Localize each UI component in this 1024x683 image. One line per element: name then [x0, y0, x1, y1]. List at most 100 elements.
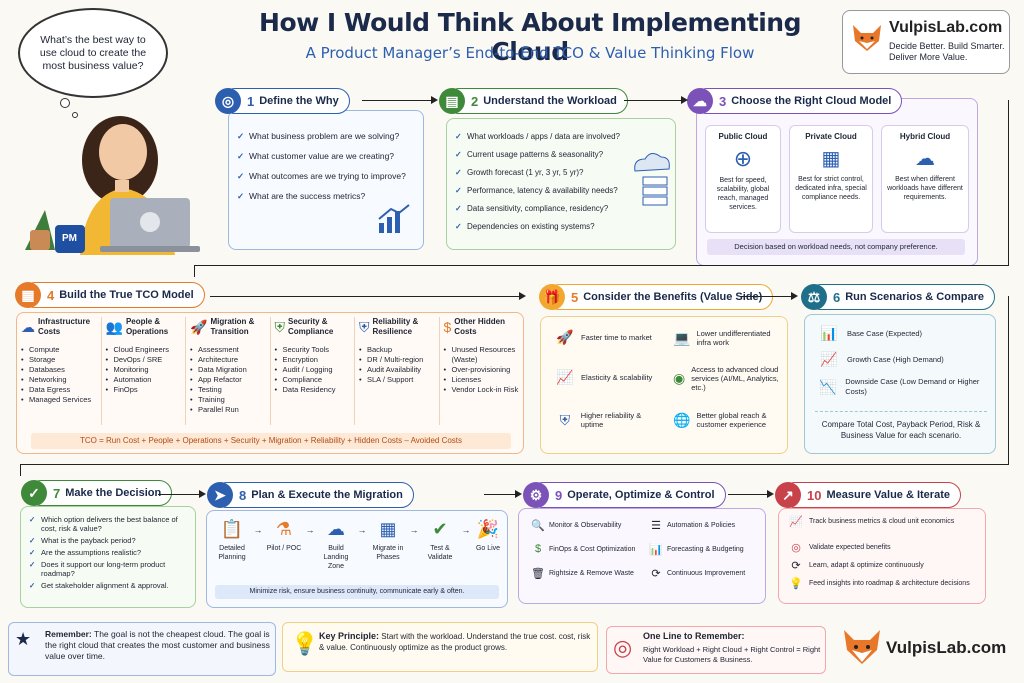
- tco-item: Architecture: [190, 355, 266, 365]
- step8-number: 8: [239, 487, 247, 503]
- operate-text: Monitor & Observability: [549, 522, 622, 529]
- step9-number: 9: [555, 487, 563, 503]
- tco-column-title: People & Operations: [125, 317, 169, 336]
- step1-item: What customer value are we creating?: [237, 151, 417, 162]
- server-lock-icon: ▦: [821, 148, 841, 170]
- brand-name: VulpisLab.com: [889, 19, 1003, 36]
- brand-tagline: Decide Better. Build Smarter. Deliver Mo…: [889, 41, 1005, 62]
- flow-arrow: [740, 292, 798, 300]
- step9-title: Operate, Optimize & Control: [567, 489, 715, 501]
- model-name: Hybrid Cloud: [899, 132, 951, 141]
- product-manager-illustration: [25, 116, 200, 255]
- phase-item: ☁Build Landing Zone: [315, 519, 357, 583]
- target-arrow-icon: ◎: [613, 635, 633, 660]
- globe-icon: 🌐: [673, 411, 691, 428]
- step2-number: 2: [471, 93, 479, 109]
- step8-card: 📋Detailed Planning → ⚗Pilot / POC → ☁Bui…: [206, 510, 508, 608]
- model-desc: Best for strict control, dedicated infra…: [795, 176, 867, 201]
- tco-item: Databases: [21, 365, 97, 375]
- model-public[interactable]: Public Cloud ⊕ Best for speed, scalabili…: [705, 125, 781, 233]
- tco-column: ⛨Reliability & Resilience BackupDR / Mul…: [354, 317, 435, 425]
- dollar-coin-icon: $: [534, 543, 542, 555]
- flow-arrow: [362, 96, 438, 104]
- model-desc: Best for speed, scalability, global reac…: [716, 177, 770, 211]
- tco-column-title: Migration & Transition: [210, 317, 255, 336]
- measure-item: 💡Feed insights into roadmap & architectu…: [789, 577, 979, 590]
- benefit-text: Faster time to market: [581, 333, 652, 342]
- bar-chart-icon: 📊: [649, 544, 663, 556]
- footer-brand-name[interactable]: VulpisLab.com: [886, 638, 1007, 657]
- pm-mug-label: PM: [62, 233, 77, 244]
- tco-item: Data Egress: [21, 385, 97, 395]
- rocket-icon: 🚀: [556, 329, 574, 345]
- lightbulb-icon: 💡: [291, 631, 319, 656]
- tco-item: Compliance: [275, 375, 351, 385]
- tco-item: Monitoring: [106, 365, 182, 375]
- flow-connector: [194, 265, 195, 277]
- tco-item: Data Migration: [190, 365, 266, 375]
- fox-logo-icon: [844, 630, 880, 664]
- trash-icon: 🗑: [531, 568, 545, 580]
- operate-item: $ FinOps & Cost Optimization: [531, 543, 635, 555]
- benefit-text: Lower undifferentiated infra work: [696, 329, 771, 347]
- fox-logo-icon: [853, 25, 881, 51]
- tco-item: Managed Services: [21, 395, 97, 405]
- tco-item: Networking: [21, 375, 97, 385]
- model-private[interactable]: Private Cloud ▦ Best for strict control,…: [789, 125, 873, 233]
- operate-text: FinOps & Cost Optimization: [549, 545, 636, 553]
- step4-number: 4: [47, 287, 55, 303]
- bar-chart-icon: 📈: [556, 369, 574, 385]
- dollar-search-icon: $: [443, 319, 452, 335]
- tco-item: Compute: [21, 345, 97, 355]
- benefit-item: 🌐Better global reach & customer experien…: [673, 411, 785, 429]
- server-icon: ☁: [21, 318, 35, 335]
- tco-item: Cloud Engineers: [106, 345, 182, 355]
- step10-title: Measure Value & Iterate: [826, 489, 950, 501]
- growth-chart-icon: 📈: [789, 516, 803, 528]
- phase-label: Test & Validate: [427, 545, 453, 561]
- benefit-text: Elasticity & scalability: [581, 373, 653, 382]
- step10-number: 10: [807, 487, 822, 503]
- scenario-item: 📊Base Case (Expected): [819, 325, 922, 342]
- model-hybrid[interactable]: Hybrid Cloud ☁ Best when different workl…: [881, 125, 969, 233]
- step9-card: 🔍Monitor & Observability ☰Automation & P…: [518, 508, 766, 604]
- phase-item: 🎉Go Live: [471, 519, 505, 583]
- principle-label: Key Principle:: [319, 631, 380, 641]
- phase-item: ▦Migrate in Phases: [367, 519, 409, 583]
- brand-box[interactable]: VulpisLab.com Decide Better. Build Smart…: [842, 10, 1010, 74]
- shield-lock-icon: ⛨: [274, 318, 286, 335]
- tco-item: SLA / Support: [359, 375, 435, 385]
- step2-item: Data sensitivity, compliance, residency?: [455, 203, 635, 214]
- magnifier-icon: 🔍: [531, 520, 545, 532]
- measure-item: 📈Track business metrics & cloud unit eco…: [789, 515, 979, 528]
- flow-arrow: [728, 490, 774, 498]
- server-arrows-icon: ▦: [379, 519, 397, 539]
- decision-item: Does it support our long-term product ro…: [29, 560, 191, 578]
- globe-icon: ⊕: [733, 146, 753, 171]
- step5-card: 🚀Faster time to market 💻Lower undifferen…: [540, 316, 788, 454]
- step7-card: Which option delivers the best balance o…: [20, 506, 196, 608]
- flow-arrow: [158, 490, 206, 498]
- tco-item: Parallel Run: [190, 405, 266, 415]
- arrow-icon: →: [461, 525, 471, 535]
- tco-item: Backup: [359, 345, 435, 355]
- remember-text: The goal is not the cheapest cloud. The …: [45, 629, 270, 661]
- migration-phases: 📋Detailed Planning → ⚗Pilot / POC → ☁Bui…: [211, 519, 505, 583]
- flow-connector: [20, 464, 21, 476]
- flow-connector: [1008, 100, 1009, 265]
- operate-item: 🗑Rightsize & Remove Waste: [531, 567, 634, 580]
- people-icon: 👥: [105, 318, 123, 335]
- principle-text: Start with the workload. Understand the …: [319, 632, 591, 652]
- tco-item: Licenses: [444, 375, 520, 385]
